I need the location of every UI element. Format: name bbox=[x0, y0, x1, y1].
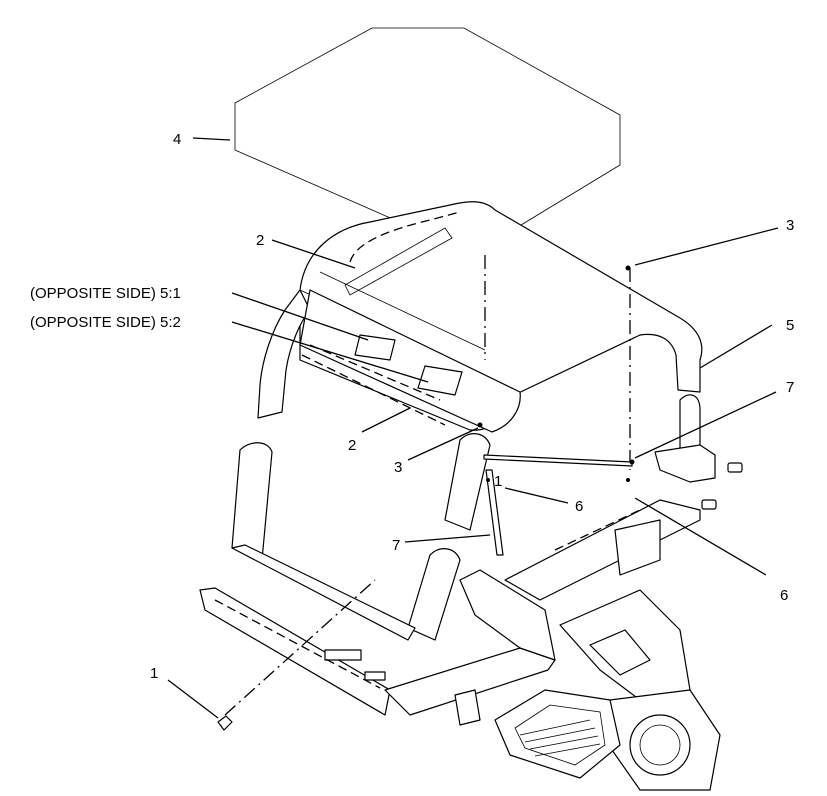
leader-opp1 bbox=[231, 292, 369, 341]
callout-6-right: 6 bbox=[780, 587, 788, 604]
leader-2-top bbox=[271, 239, 356, 269]
callout-opposite-side-5-1: (OPPOSITE SIDE) 5:1 bbox=[30, 285, 181, 302]
callout-7-left: 7 bbox=[392, 537, 400, 554]
phantom-line-deck bbox=[554, 509, 641, 551]
leader-2-mid bbox=[361, 407, 411, 433]
callout-3-right: 3 bbox=[786, 217, 794, 234]
callout-1-bottom: 1 bbox=[150, 665, 158, 682]
phantom-line-frame bbox=[309, 344, 441, 401]
leader-3-mid bbox=[407, 427, 479, 461]
phantom-line-top bbox=[349, 211, 461, 263]
callout-7-right: 7 bbox=[786, 379, 794, 396]
leader-1-bottom bbox=[167, 679, 219, 719]
deck-chassis bbox=[494, 499, 721, 791]
leader-6-right bbox=[634, 497, 767, 576]
callout-4: 4 bbox=[173, 131, 181, 148]
callout-2-mid: 2 bbox=[348, 437, 356, 454]
leader-6-mid bbox=[504, 487, 569, 504]
bolt-bottom bbox=[217, 715, 233, 731]
leader-7-right bbox=[634, 391, 777, 459]
support-rod-horizontal bbox=[483, 454, 633, 467]
callout-2-top: 2 bbox=[256, 232, 264, 249]
callout-3-mid: 3 bbox=[394, 459, 402, 476]
leader-5 bbox=[699, 324, 773, 369]
callout-1-mid: 1 bbox=[494, 473, 502, 490]
leader-opp2 bbox=[231, 321, 429, 383]
callout-opposite-side-5-2: (OPPOSITE SIDE) 5:2 bbox=[30, 314, 181, 331]
callout-6-mid: 6 bbox=[575, 498, 583, 515]
phantom-line-bottom bbox=[214, 599, 381, 689]
support-rod-vertical bbox=[485, 469, 504, 556]
leader-3-right bbox=[634, 227, 779, 266]
leader-4 bbox=[192, 137, 231, 141]
lower-crossmember bbox=[199, 569, 556, 726]
leader-7-left bbox=[404, 534, 491, 543]
rops-mount-bracket bbox=[654, 444, 743, 510]
rops-frame bbox=[231, 201, 703, 641]
callout-5: 5 bbox=[786, 317, 794, 334]
centerline-1 bbox=[224, 579, 376, 716]
phantom-line-plate bbox=[301, 354, 446, 426]
